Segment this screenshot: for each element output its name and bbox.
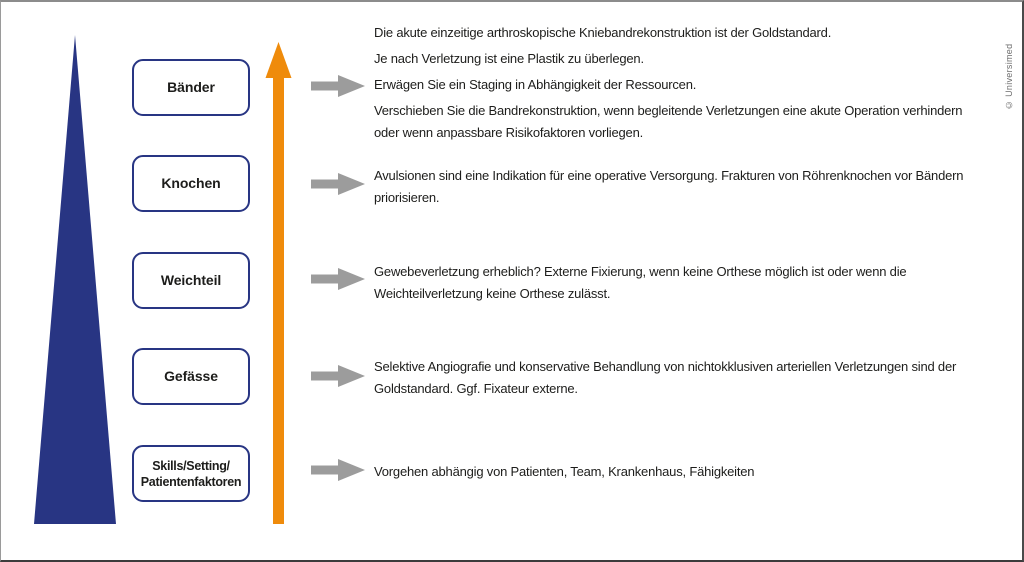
row-text-line: Vorgehen abhängig von Patienten, Team, K… [374,464,755,479]
row-text-line: priorisieren. [374,190,440,205]
row-text-baender: Die akute einzeitige arthroskopische Kni… [374,22,963,144]
row-paragraph: Die akute einzeitige arthroskopische Kni… [374,22,962,44]
pyramid-box-label: Skills/Setting/ [152,458,230,473]
row-text-line: Selektive Angiografie und konservative B… [374,359,957,374]
pyramid-box-label: Patientenfaktoren [140,474,242,489]
right-arrow-icon [311,267,366,291]
copyright-label: © Universimed [1004,43,1014,110]
right-arrow-icon [311,458,366,482]
row-paragraph: Selektive Angiografie und konservative B… [374,356,956,400]
row-paragraph: Gewebeverletzung erheblich? Externe Fixi… [374,261,907,305]
row-text-weichteil: Gewebeverletzung erheblich? Externe Fixi… [374,261,907,305]
pyramid-box-baender: Bänder [132,59,250,116]
row-paragraph: Verschieben Sie die Bandrekonstruktion, … [374,100,963,144]
row-text-knochen: Avulsionen sind eine Indikation für eine… [374,165,964,209]
upward-arrow-icon [265,42,292,524]
pyramid-box-skills: Skills/Setting/Patientenfaktoren [132,445,250,502]
row-text-gefaesse: Selektive Angiografie und konservative B… [374,356,956,400]
row-text-line: Je nach Verletzung ist eine Plastik zu ü… [374,51,644,66]
row-text-skills: Vorgehen abhängig von Patienten, Team, K… [374,461,755,483]
row-text-line: Weichteilverletzung keine Orthese zuläss… [374,286,611,301]
row-paragraph: Vorgehen abhängig von Patienten, Team, K… [374,461,755,483]
row-text-line: Die akute einzeitige arthroskopische Kni… [374,25,832,40]
pyramid-box-knochen: Knochen [132,155,250,212]
row-text-line: Avulsionen sind eine Indikation für eine… [374,168,964,183]
row-paragraph: Erwägen Sie ein Staging in Abhängigkeit … [374,74,962,96]
pyramid-triangle-icon [34,35,116,524]
right-arrow-icon [311,364,366,388]
pyramid-box-gefaesse: Gefässe [132,348,250,405]
row-text-line: Gewebeverletzung erheblich? Externe Fixi… [374,264,907,279]
row-text-line: Erwägen Sie ein Staging in Abhängigkeit … [374,77,697,92]
row-paragraph: Avulsionen sind eine Indikation für eine… [374,165,964,209]
row-text-line: oder wenn anpassbare Risikofaktoren vorl… [374,125,644,140]
pyramid-box-label: Knochen [161,175,221,191]
right-arrow-icon [311,172,366,196]
pyramid-box-label: Weichteil [160,272,222,288]
row-text-line: Goldstandard. Ggf. Fixateur externe. [374,381,578,396]
pyramid-box-label: Bänder [167,79,215,95]
pyramid-box-label: Gefässe [164,368,218,384]
pyramid-box-weichteil: Weichteil [132,252,250,309]
right-arrow-icon [311,74,366,98]
row-text-line: Verschieben Sie die Bandrekonstruktion, … [374,103,963,118]
row-paragraph: Je nach Verletzung ist eine Plastik zu ü… [374,48,962,70]
